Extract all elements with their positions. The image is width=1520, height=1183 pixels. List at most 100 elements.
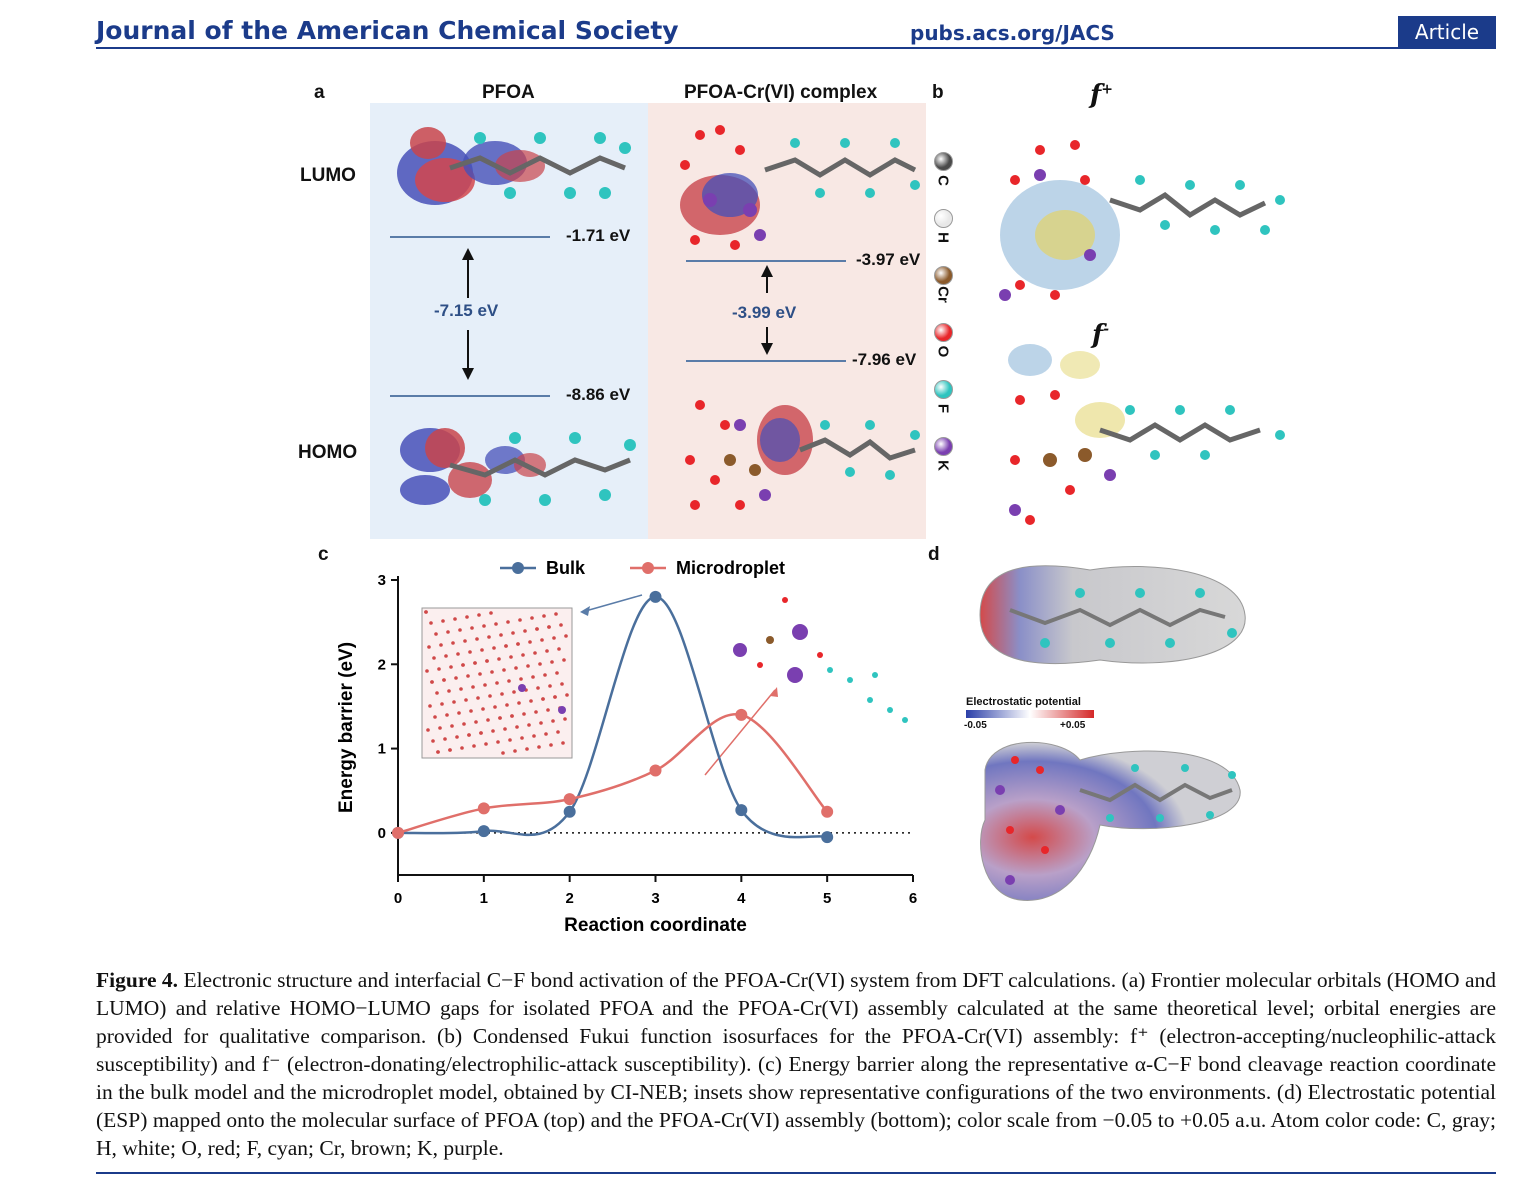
droplet-inset-atom [887, 707, 893, 713]
bulk-inset-water [447, 689, 451, 693]
bulk-inset-water [523, 629, 527, 633]
bulk-inset-water [526, 664, 530, 668]
bulk-inset-water [520, 736, 524, 740]
bulk-inset-water [543, 673, 547, 677]
bulk-inset-water [478, 672, 482, 676]
bulk-inset-water [485, 659, 489, 663]
atom-label-o: O [934, 345, 952, 358]
bulk-inset-water [508, 738, 512, 742]
droplet-inset-atom [757, 662, 763, 668]
x-tick-label: 0 [394, 890, 402, 907]
panel-b-letter: b [932, 82, 944, 103]
bulk-inset-water [442, 678, 446, 682]
bulk-inset-water [443, 737, 447, 741]
bulk-inset-water [527, 723, 531, 727]
complex-homo-level [686, 360, 846, 362]
data-point-microdroplet [477, 802, 490, 815]
bulk-inset-water [530, 616, 534, 620]
y-tick-label: 3 [378, 572, 386, 589]
bulk-inset-water [487, 635, 491, 639]
bulk-inset-water [528, 640, 532, 644]
bulk-inset-water [507, 679, 511, 683]
esp-scale-title: Electrostatic potential [966, 696, 1081, 708]
pfoa-lumo-orbital [397, 127, 631, 205]
bulk-inset-water [522, 712, 526, 716]
bulk-inset-water [461, 663, 465, 667]
pfoa-homo-level [390, 395, 550, 397]
bulk-inset-k [558, 706, 566, 714]
droplet-inset-atom [827, 667, 833, 673]
lumo-row-label: LUMO [300, 165, 356, 186]
bulk-inset-water [509, 655, 513, 659]
bulk-inset-water [534, 710, 538, 714]
droplet-inset-atom [792, 624, 808, 640]
bulk-inset-water [445, 713, 449, 717]
droplet-inset-atom [902, 717, 908, 723]
bulk-inset-water [473, 661, 477, 665]
bulk-inset-water [519, 677, 523, 681]
bulk-inset-water [424, 610, 428, 614]
atom-label-k: K [934, 460, 952, 471]
legend-marker-bulk [512, 562, 524, 574]
bulk-inset-water [465, 615, 469, 619]
bulk-inset-water [559, 623, 563, 627]
atom-label-f: F [934, 403, 952, 414]
journal-url[interactable]: pubs.acs.org/JACS [910, 21, 1115, 45]
bulk-inset-water [431, 739, 435, 743]
bulk-inset-water [548, 684, 552, 688]
bulk-inset-water [434, 632, 438, 636]
complex-homo-orbital [685, 400, 920, 510]
bulk-inset-water [479, 731, 483, 735]
bulk-inset-water [482, 624, 486, 628]
bulk-inset-water [521, 653, 525, 657]
bulk-inset-water [560, 682, 564, 686]
complex-gap-arrow [761, 265, 773, 355]
bulk-inset-water [540, 638, 544, 642]
panel-c-letter: c [318, 544, 329, 565]
bulk-inset-water [472, 744, 476, 748]
bulk-inset-water [462, 722, 466, 726]
bulk-inset-water [484, 742, 488, 746]
data-point-bulk [477, 825, 490, 838]
atom-label-c: C [934, 175, 952, 186]
complex-gap-energy: -3.99 eV [732, 303, 797, 322]
caption-text: Electronic structure and interfacial C−F… [96, 968, 1497, 1160]
y-tick-label: 0 [378, 825, 386, 842]
bulk-inset-water [495, 681, 499, 685]
bulk-inset-pointer [581, 594, 643, 613]
legend-label-bulk: Bulk [546, 558, 586, 578]
pfoa-gap-arrow [462, 248, 474, 380]
bulk-inset-water [551, 719, 555, 723]
pfoa-gap-energy: -7.15 eV [434, 301, 499, 320]
bulk-inset-water [476, 696, 480, 700]
droplet-inset-atom [847, 677, 853, 683]
bulk-inset-water [513, 749, 517, 753]
droplet-inset-atom [867, 697, 873, 703]
bulk-inset-water [550, 660, 554, 664]
data-point-bulk [821, 831, 834, 844]
complex-column-title: PFOA-Cr(VI) complex [684, 82, 878, 103]
bulk-inset-water [500, 692, 504, 696]
bulk-inset-water [435, 691, 439, 695]
bulk-inset-water [441, 619, 445, 623]
bulk-inset-water [444, 654, 448, 658]
bulk-inset-water [456, 652, 460, 656]
bulk-inset-water [557, 647, 561, 651]
data-point-bulk [563, 805, 576, 818]
bulk-inset-water [561, 741, 565, 745]
bulk-inset-water [432, 656, 436, 660]
bulk-inset-water [455, 735, 459, 739]
bulk-inset-water [429, 621, 433, 625]
bulk-inset-water [491, 729, 495, 733]
bulk-inset-water [475, 637, 479, 641]
bulk-inset-water [492, 646, 496, 650]
bulk-inset-water [502, 668, 506, 672]
esp-surface-complex [980, 741, 1241, 901]
x-tick-label: 4 [737, 890, 746, 907]
droplet-inset-atom [872, 672, 878, 678]
complex-homo-energy: -7.96 eV [852, 350, 917, 369]
pfoa-homo-energy: -8.86 eV [566, 385, 631, 404]
data-point-microdroplet [563, 793, 576, 806]
bulk-inset-water [467, 733, 471, 737]
